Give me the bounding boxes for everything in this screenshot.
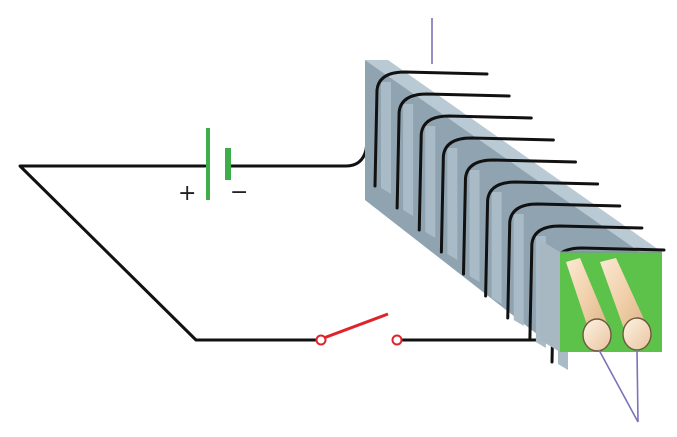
rod-right-end xyxy=(622,317,652,351)
coil-winding-turn xyxy=(462,158,577,276)
battery-positive-label: + xyxy=(178,181,196,206)
iron-rods xyxy=(566,258,652,352)
core-end-frame xyxy=(540,240,560,352)
core-strip xyxy=(513,214,524,326)
battery-negative-label: − xyxy=(230,180,248,205)
core-strip xyxy=(425,126,436,238)
coil-winding-turn xyxy=(484,180,600,298)
top-wire-right xyxy=(228,76,387,168)
rod-left xyxy=(566,258,612,352)
core-strip xyxy=(491,192,502,304)
coil-winding-turn xyxy=(506,202,622,320)
core-strip xyxy=(447,148,458,260)
coil-winding-turn xyxy=(439,136,555,254)
pointer-to-right-rod xyxy=(636,349,639,423)
switch-contact-right xyxy=(391,334,403,346)
switch-contact-left xyxy=(315,334,327,346)
rod-left-end xyxy=(582,318,612,352)
core-strip xyxy=(381,82,391,194)
pointer-to-left-rod xyxy=(598,349,639,423)
coil-winding-turn xyxy=(395,92,511,210)
open-switch xyxy=(315,312,403,346)
bottom-pointer-lines xyxy=(598,349,639,423)
coil-winding-turn xyxy=(528,224,644,342)
battery: + − xyxy=(178,128,248,206)
top-wire-left xyxy=(18,164,320,342)
electromagnet-core xyxy=(365,60,666,370)
core-strip xyxy=(403,104,414,216)
coil-winding-turn xyxy=(417,114,533,232)
coil-winding-turn xyxy=(373,70,489,188)
core-strip xyxy=(469,170,480,282)
switch-lever xyxy=(320,312,389,341)
